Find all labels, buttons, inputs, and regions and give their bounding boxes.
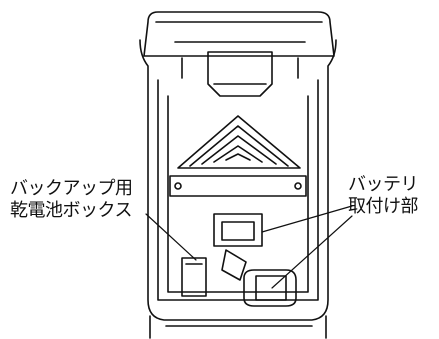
backup-battery-box-label: バックアップ用 乾電池ボックス (10, 178, 133, 222)
backup-label-line-2: 乾電池ボックス (10, 200, 132, 221)
horizontal-bar (169, 175, 307, 197)
backup-label-line-1: バックアップ用 (10, 178, 133, 199)
battery-mount (213, 213, 297, 307)
leader-backup-box (145, 213, 197, 261)
battery-label-line-2: 取付け部 (348, 196, 419, 217)
backup-battery-box (181, 257, 207, 297)
device-lid (143, 11, 335, 79)
leader-battery-2 (271, 215, 353, 289)
battery-mount-label: バッテリ 取付け部 (348, 174, 419, 218)
battery-label-line-1: バッテリ (348, 174, 419, 195)
device-housing (139, 39, 337, 339)
hinge-tab (207, 51, 273, 97)
leader-battery-1 (261, 205, 353, 233)
leader-lines (145, 205, 353, 289)
vent-triangle (177, 115, 301, 169)
